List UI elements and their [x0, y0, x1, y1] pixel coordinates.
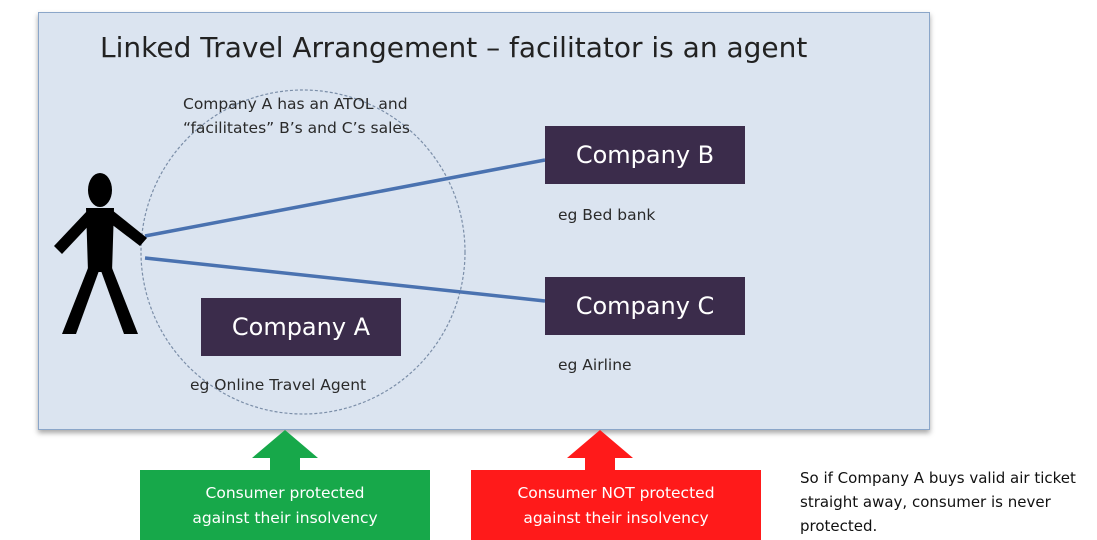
company-b-example: eg Bed bank — [558, 206, 656, 224]
protected-arrow-icon — [252, 430, 318, 472]
consumer-protected-callout: Consumer protected against their insolve… — [140, 470, 430, 540]
callout-line: Consumer protected — [205, 484, 365, 502]
callout-line: Consumer NOT protected — [517, 484, 715, 502]
company-b-box: Company B — [545, 126, 745, 184]
footnote-text: So if Company A buys valid air ticket st… — [800, 469, 1076, 535]
consumer-not-protected-callout: Consumer NOT protected against their ins… — [471, 470, 761, 540]
company-c-box: Company C — [545, 277, 745, 335]
diagram-title: Linked Travel Arrangement – facilitator … — [100, 31, 808, 64]
arrangement-panel — [38, 12, 930, 430]
company-a-box: Company A — [201, 298, 401, 356]
company-a-note: Company A has an ATOL and “facilitates” … — [183, 95, 410, 137]
callout-line: against their insolvency — [192, 509, 378, 527]
callout-line: against their insolvency — [523, 509, 709, 527]
not-protected-arrow-icon — [567, 430, 633, 472]
company-a-example: eg Online Travel Agent — [190, 376, 367, 394]
company-c-example: eg Airline — [558, 356, 632, 374]
